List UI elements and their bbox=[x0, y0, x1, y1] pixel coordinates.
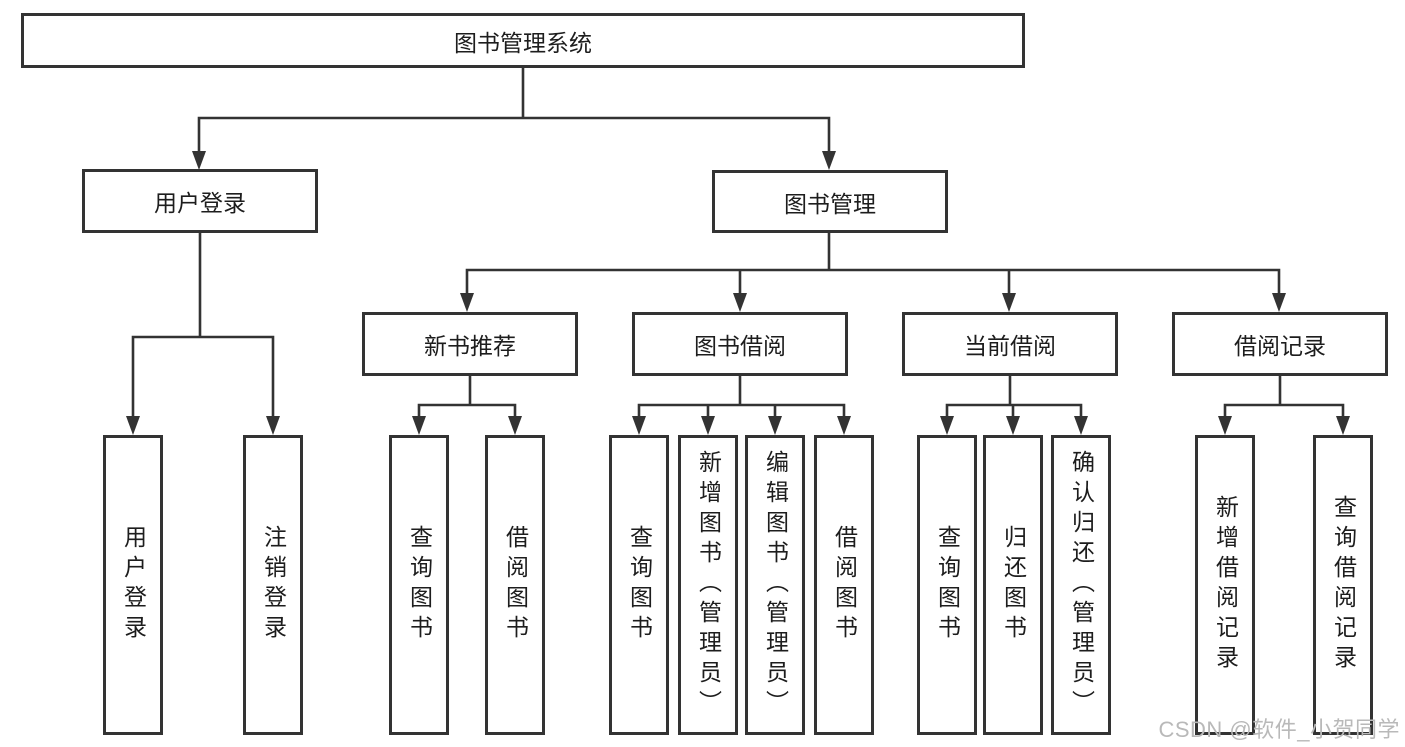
node-book-management: 图书管理 bbox=[712, 170, 948, 233]
leaf-borrow-borrow-books: 借阅图书 bbox=[814, 435, 874, 735]
node-book-borrow: 图书借阅 bbox=[632, 312, 848, 376]
leaf-borrow-edit-books-admin-label: 编辑图书（管理员） bbox=[762, 450, 789, 720]
node-new-book-recommend: 新书推荐 bbox=[362, 312, 578, 376]
leaf-borrow-borrow-books-label: 借阅图书 bbox=[831, 525, 858, 645]
leaf-current-confirm-return-admin-label: 确认归还（管理员） bbox=[1068, 450, 1095, 720]
leaf-current-return-books: 归还图书 bbox=[983, 435, 1043, 735]
leaf-borrow-add-books-admin: 新增图书（管理员） bbox=[678, 435, 738, 735]
leaf-records-add-record: 新增借阅记录 bbox=[1195, 435, 1255, 735]
node-user-login: 用户登录 bbox=[82, 169, 318, 233]
leaf-recommend-borrow-books-label: 借阅图书 bbox=[502, 525, 529, 645]
leaf-borrow-query-books: 查询图书 bbox=[609, 435, 669, 735]
leaf-current-confirm-return-admin: 确认归还（管理员） bbox=[1051, 435, 1111, 735]
node-borrow-records: 借阅记录 bbox=[1172, 312, 1388, 376]
leaf-logout-label: 注销登录 bbox=[260, 525, 287, 645]
connector-paths bbox=[131, 66, 1345, 420]
node-current-borrow: 当前借阅 bbox=[902, 312, 1118, 376]
leaf-current-query-books: 查询图书 bbox=[917, 435, 977, 735]
leaf-borrow-edit-books-admin: 编辑图书（管理员） bbox=[745, 435, 805, 735]
leaf-current-query-books-label: 查询图书 bbox=[934, 525, 961, 645]
node-root-system: 图书管理系统 bbox=[21, 13, 1025, 68]
leaf-recommend-borrow-books: 借阅图书 bbox=[485, 435, 545, 735]
leaf-logout: 注销登录 bbox=[243, 435, 303, 735]
leaf-records-query-record-label: 查询借阅记录 bbox=[1330, 495, 1357, 675]
node-user-login-label: 用户登录 bbox=[154, 190, 246, 216]
node-current-borrow-label: 当前借阅 bbox=[964, 333, 1056, 359]
leaf-current-return-books-label: 归还图书 bbox=[1000, 525, 1027, 645]
node-book-borrow-label: 图书借阅 bbox=[694, 333, 786, 359]
node-new-book-recommend-label: 新书推荐 bbox=[424, 333, 516, 359]
node-root-label: 图书管理系统 bbox=[454, 29, 592, 56]
csdn-watermark: CSDN @软件_小贺同学 bbox=[1158, 717, 1400, 742]
node-book-management-label: 图书管理 bbox=[784, 190, 876, 217]
arrowhead-icons bbox=[126, 151, 1350, 435]
leaf-borrow-add-books-admin-label: 新增图书（管理员） bbox=[695, 450, 722, 720]
leaf-records-query-record: 查询借阅记录 bbox=[1313, 435, 1373, 735]
node-borrow-records-label: 借阅记录 bbox=[1234, 333, 1326, 359]
leaf-recommend-query-books: 查询图书 bbox=[389, 435, 449, 735]
leaf-user-login-label: 用户登录 bbox=[120, 525, 147, 645]
leaf-recommend-query-books-label: 查询图书 bbox=[406, 525, 433, 645]
leaf-records-add-record-label: 新增借阅记录 bbox=[1212, 495, 1239, 675]
leaf-borrow-query-books-label: 查询图书 bbox=[626, 525, 653, 645]
leaf-user-login: 用户登录 bbox=[103, 435, 163, 735]
